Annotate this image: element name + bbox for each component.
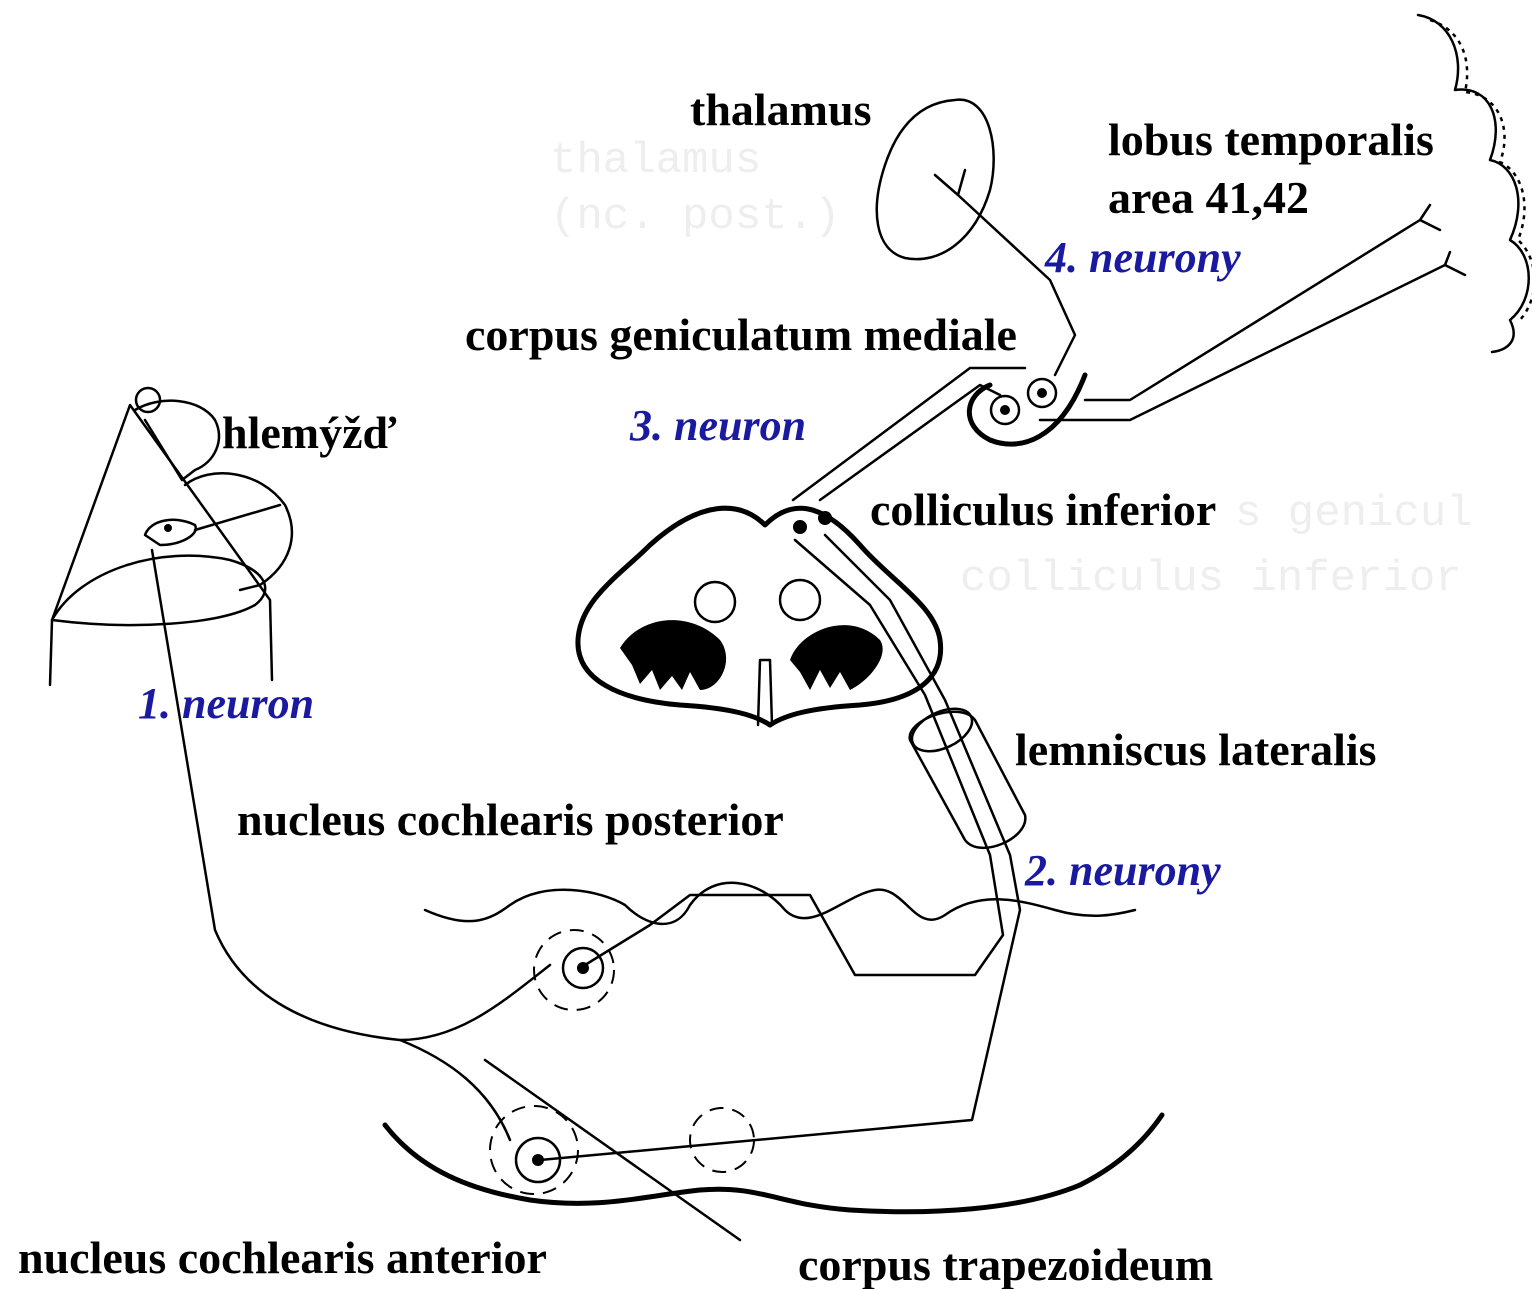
temporal-cortex <box>1418 15 1532 352</box>
label-hlemyzd: hlemýžď <box>222 407 397 458</box>
medial-geniculate <box>969 375 1085 444</box>
ghost-text: (nc. post.) <box>550 192 840 242</box>
substantia-nigra-right <box>790 625 883 690</box>
label-lemniscus: lemniscus lateralis <box>1015 724 1377 775</box>
label-nucleus-anterior: nucleus cochlearis anterior <box>18 1232 547 1283</box>
label-area: area 41,42 <box>1108 172 1309 223</box>
brainstem-section <box>578 508 941 725</box>
lemniscus-tract <box>540 535 1025 1160</box>
medulla-outlines <box>385 883 1162 1212</box>
colliculus-cell <box>793 520 807 534</box>
aqueduct-circle-left <box>695 582 735 622</box>
cochlear-nuclei <box>490 930 754 1194</box>
colliculus-cell <box>818 511 832 525</box>
ghost-text: s genicul <box>1235 489 1473 539</box>
ghost-text: colliculus inferior <box>960 554 1462 604</box>
aqueduct-circle-right <box>780 580 820 620</box>
label-neuron-1: 1. neuron <box>138 679 314 728</box>
label-nucleus-posterior: nucleus cochlearis posterior <box>237 794 784 845</box>
label-colliculus: colliculus inferior <box>870 484 1216 535</box>
label-thalamus: thalamus <box>690 84 871 135</box>
thalamus-outline <box>877 100 994 259</box>
label-lobus-temporalis: lobus temporalis <box>1108 114 1434 165</box>
label-neuron-3: 3. neuron <box>629 401 806 450</box>
label-neurony-2: 2. neurony <box>1024 846 1221 895</box>
label-corpus-trapezoideum: corpus trapezoideum <box>798 1239 1213 1289</box>
substantia-nigra-left <box>620 620 726 690</box>
cochlea-cell-nucleus <box>164 524 172 532</box>
ghost-text: thalamus <box>550 136 761 186</box>
label-neurony-4: 4. neurony <box>1044 233 1241 282</box>
label-corpus-geniculatum: corpus geniculatum mediale <box>465 309 1017 360</box>
